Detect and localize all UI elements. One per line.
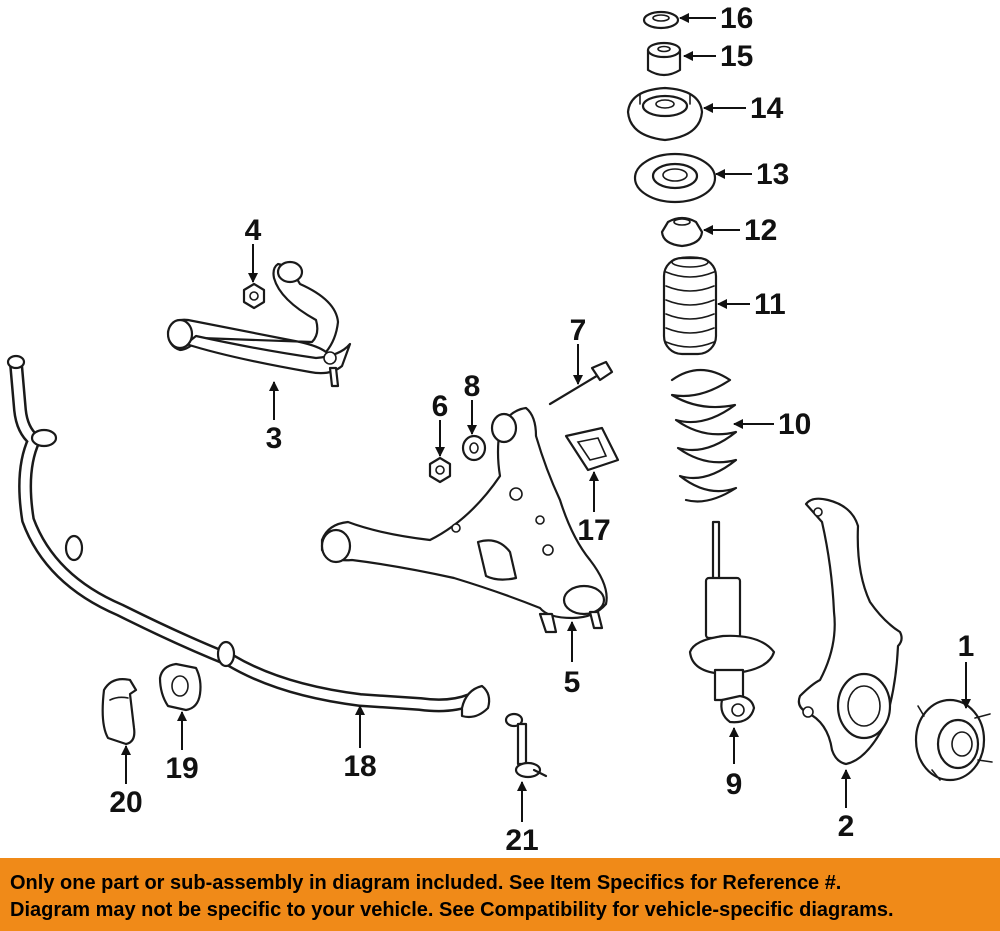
callout-6: 6 <box>432 390 449 423</box>
part-9-shock-absorber <box>688 520 776 724</box>
part-10-coil-spring <box>670 369 738 503</box>
callout-18: 18 <box>343 750 376 783</box>
callout-1: 1 <box>958 630 975 663</box>
callout-14: 14 <box>750 92 784 125</box>
part-17-bump-pad <box>564 426 620 472</box>
part-19-bushing <box>158 662 202 712</box>
callout-2: 2 <box>838 810 855 843</box>
callout-5: 5 <box>564 666 581 699</box>
part-3-upper-arm <box>166 260 352 388</box>
part-4-nut <box>242 282 266 310</box>
callout-12: 12 <box>744 214 777 247</box>
callout-9: 9 <box>726 768 743 801</box>
part-13-spring-seat <box>633 152 717 204</box>
callout-19: 19 <box>165 752 198 785</box>
part-18-stabilizer-bar <box>6 354 491 719</box>
callout-20: 20 <box>109 786 142 819</box>
callout-13: 13 <box>756 158 789 191</box>
callout-21: 21 <box>505 824 538 857</box>
part-20-bracket <box>101 678 138 746</box>
part-8-washer <box>461 434 487 462</box>
part-6-nut <box>428 456 452 484</box>
callout-17: 17 <box>577 514 610 547</box>
callout-3: 3 <box>266 422 283 455</box>
part-2-knuckle <box>797 497 903 766</box>
callout-4: 4 <box>245 214 262 247</box>
part-15-bushing <box>646 41 682 77</box>
callout-11: 11 <box>754 288 786 321</box>
part-11-dust-boot <box>662 256 718 356</box>
part-7-bolt <box>548 360 614 406</box>
callout-10: 10 <box>778 408 811 441</box>
front-suspension-diagram: 1 2 3 4 5 6 7 8 9 10 11 12 13 14 15 16 1… <box>6 2 993 857</box>
part-1-wheel-hub <box>914 698 993 782</box>
disclaimer-line-1: Only one part or sub-assembly in diagram… <box>10 872 842 894</box>
part-5-lower-arm <box>320 406 608 634</box>
callout-16: 16 <box>720 2 753 35</box>
part-12-bump-cap <box>660 216 704 248</box>
part-14-strut-mount <box>626 86 704 142</box>
callout-15: 15 <box>720 40 753 73</box>
disclaimer-line-2: Diagram may not be specific to your vehi… <box>10 899 894 921</box>
leader-lines <box>121 13 971 822</box>
disclaimer-banner: Only one part or sub-assembly in diagram… <box>0 858 1000 931</box>
part-16-cap <box>642 10 680 30</box>
callout-7: 7 <box>570 314 587 347</box>
callout-8: 8 <box>464 370 481 403</box>
part-21-stabilizer-link <box>504 712 548 779</box>
